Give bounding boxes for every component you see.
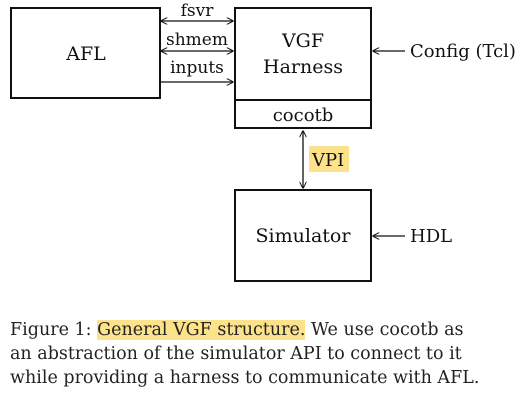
- caption-line1-text: We use cocotb as: [310, 320, 464, 340]
- vgf-structure-diagram: AFL VGF Harness cocotb Simulator fsvr sh…: [10, 1, 516, 282]
- caption-label: Figure 1:: [10, 320, 92, 340]
- cocotb-label: cocotb: [273, 105, 334, 126]
- shmem-label: shmem: [166, 30, 228, 50]
- hdl-label: HDL: [410, 226, 452, 247]
- vgf-harness-label-line2: Harness: [263, 56, 343, 78]
- afl-label: AFL: [65, 43, 106, 65]
- caption-line-1: Figure 1: General VGF structure. We use …: [10, 318, 525, 342]
- vpi-highlight: [309, 146, 349, 172]
- vgf-harness-box: [234, 7, 372, 129]
- vgf-harness-label-line1: VGF: [281, 30, 324, 52]
- figure-caption: Figure 1: General VGF structure. We use …: [10, 318, 525, 390]
- inputs-label: inputs: [170, 58, 224, 78]
- caption-line-3: while providing a harness to communicate…: [10, 368, 480, 388]
- vpi-label: VPI: [311, 150, 344, 171]
- simulator-label: Simulator: [256, 225, 352, 247]
- simulator-box: [234, 189, 372, 282]
- config-label: Config (Tcl): [410, 41, 516, 62]
- fsvr-label: fsvr: [181, 1, 215, 21]
- afl-box: [10, 7, 161, 99]
- caption-line-2: an abstraction of the simulator API to c…: [10, 344, 462, 364]
- caption-highlight: General VGF structure.: [97, 320, 306, 340]
